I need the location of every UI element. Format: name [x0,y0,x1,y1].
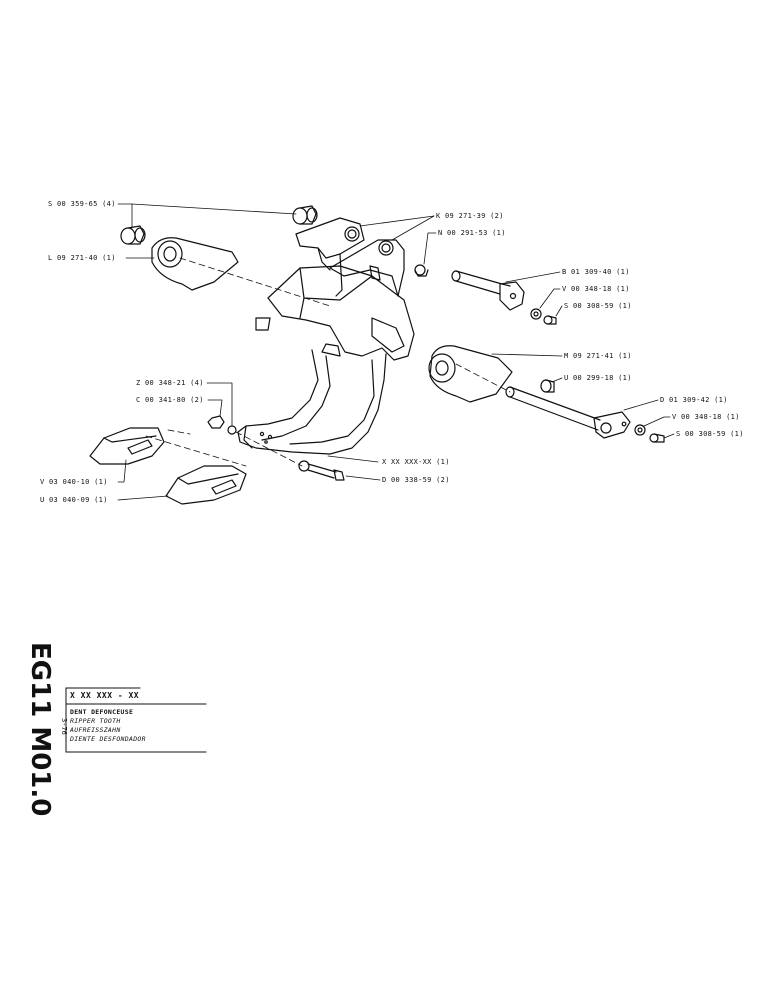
part-label-s00-359-65: S 00 359-65 (4) [48,200,116,208]
part-label-v03-040-10: V 03 040-10 (1) [40,478,108,486]
part-label-c00-341-80: C 00 341-80 (2) [136,396,204,404]
part-label-v00-348-18-a: V 00 348-18 (1) [562,285,630,293]
part-label-b01-309-40: B 01 309-40 (1) [562,268,630,276]
date-code: 3-76 [58,718,68,748]
washer-c00 [227,425,237,435]
pin-b01 [451,270,525,311]
title-french: DENT DEFONCEUSE [70,708,134,716]
part-label-d01-309-42: D 01 309-42 (1) [660,396,728,404]
date-code-text: 3-76 [60,718,68,735]
nut-v00-b [634,424,646,436]
nut-n00 [414,264,429,277]
nut-z00 [207,415,225,429]
ripper-shank [237,265,415,455]
part-label-s00-308-59-b: S 00 308-59 (1) [676,430,744,438]
part-label-z00-348-21: Z 00 348-21 (4) [136,379,204,387]
bolt-d00 [298,460,345,481]
title-spanish: DIENTE DESFONDADOR [70,735,146,743]
part-label-u03-040-09: U 03 040-09 (1) [40,496,108,504]
title-english: RIPPER TOOTH [70,717,121,725]
tooth-u03 [165,465,247,505]
part-label-d00-338-59: D 00 338-59 (2) [382,476,450,484]
part-label-l09-271-40: L 09 271-40 (1) [48,254,116,262]
part-label-n00-291-53: N 00 291-53 (1) [438,229,506,237]
tooth-v03 [89,427,165,465]
nut-v00-a [530,308,542,320]
bushing-s00-upper [292,205,318,225]
part-label-u00-299-18: U 00 299-18 (1) [564,374,632,382]
part-label-v00-348-18-b: V 00 348-18 (1) [672,413,740,421]
sheet-code: EG11 M01.0 [18,642,55,816]
assembly-axes [145,257,511,467]
bolt-s00-b [649,433,665,443]
part-label-s00-308-59-a: S 00 308-59 (1) [564,302,632,310]
bushing-s00-left [120,225,146,245]
sheet-code-text: EG11 M01.0 [25,642,55,817]
part-label-m09-271-41: M 09 271-41 (1) [564,352,632,360]
link-m09 [428,345,513,403]
upper-bracket-k09 [295,217,405,297]
title-german: AUFREISSZAHN [70,726,121,734]
bushing-u00 [540,379,555,393]
leader-lines [117,203,675,501]
bolt-s00-a [543,315,557,325]
pin-d01 [505,386,631,439]
title-block-frame [65,687,207,753]
link-l09 [151,237,239,291]
part-label-k09-271-39: K 09 271-39 (2) [436,212,504,220]
reference-code: X XX XXX - XX [70,691,140,700]
part-label-main-assembly: X XX XXX-XX (1) [382,458,450,466]
